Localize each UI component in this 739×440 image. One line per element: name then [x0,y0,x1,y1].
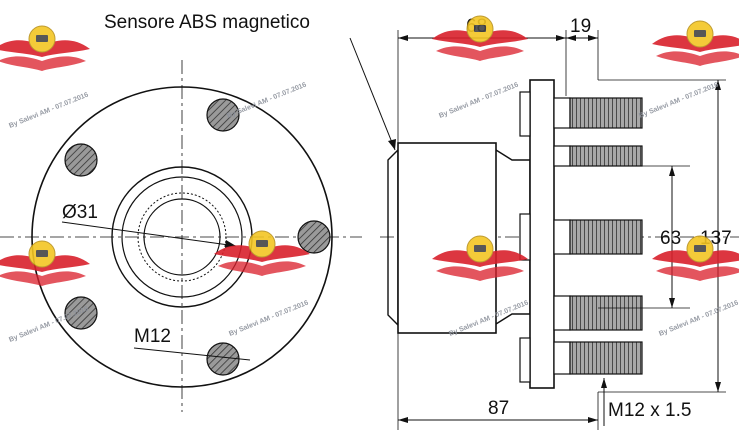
watermark-text: By Salevi AM - 07.07.2016 [438,81,519,119]
stud-1 [553,97,643,129]
abs-leader [349,37,396,151]
watermark-logo [213,230,311,277]
stud-4 [553,295,643,331]
side-view: Sensore ABS magnetico 68 19 63 137 [104,12,739,430]
watermark-text: By Salevi AM - 07.07.2016 [658,299,739,337]
thread-leader [133,347,251,361]
spline-outer [137,192,227,282]
stud-3 [553,219,643,255]
thread-spec-label: M12 x 1.5 [608,400,691,421]
bore-leader [61,221,237,247]
watermark-logo [0,240,91,287]
spline-bore [143,198,221,276]
watermarks: By Salevi AM - 07.07.2016 By Salevi AM -… [0,15,739,344]
bore-diameter-label: Ø31 [62,202,98,223]
watermark-text: By Salevi AM - 07.07.2016 [638,81,719,119]
watermark-logo [651,20,739,67]
stud-hole-bottom [206,342,240,376]
abs-arrow [388,139,396,150]
stud-hole-upper-left [64,143,98,177]
watermark-logo [0,25,91,72]
dim-87: 87 [488,398,509,419]
watermark-logo [431,15,529,62]
stud-5 [553,341,643,375]
dim-63: 63 [660,228,681,249]
boss-2 [519,213,531,261]
stud-2 [553,145,643,167]
flange-side [529,79,555,389]
hub-pilot-inner [121,176,243,298]
abs-sensor-ring [387,148,399,327]
abs-sensor-label: Sensore ABS magnetico [104,12,310,33]
front-view: Ø31 M12 [0,60,362,412]
watermark-text: By Salevi AM - 07.07.2016 [8,91,89,129]
dim-19: 19 [570,16,591,37]
stud-hole-right [297,220,331,254]
boss-3 [519,337,531,383]
stud-hole-top [206,98,240,132]
boss-1 [519,91,531,137]
front-thread-label: M12 [134,326,171,347]
flange-outline [31,86,333,388]
stud-hole-lower-left [64,296,98,330]
